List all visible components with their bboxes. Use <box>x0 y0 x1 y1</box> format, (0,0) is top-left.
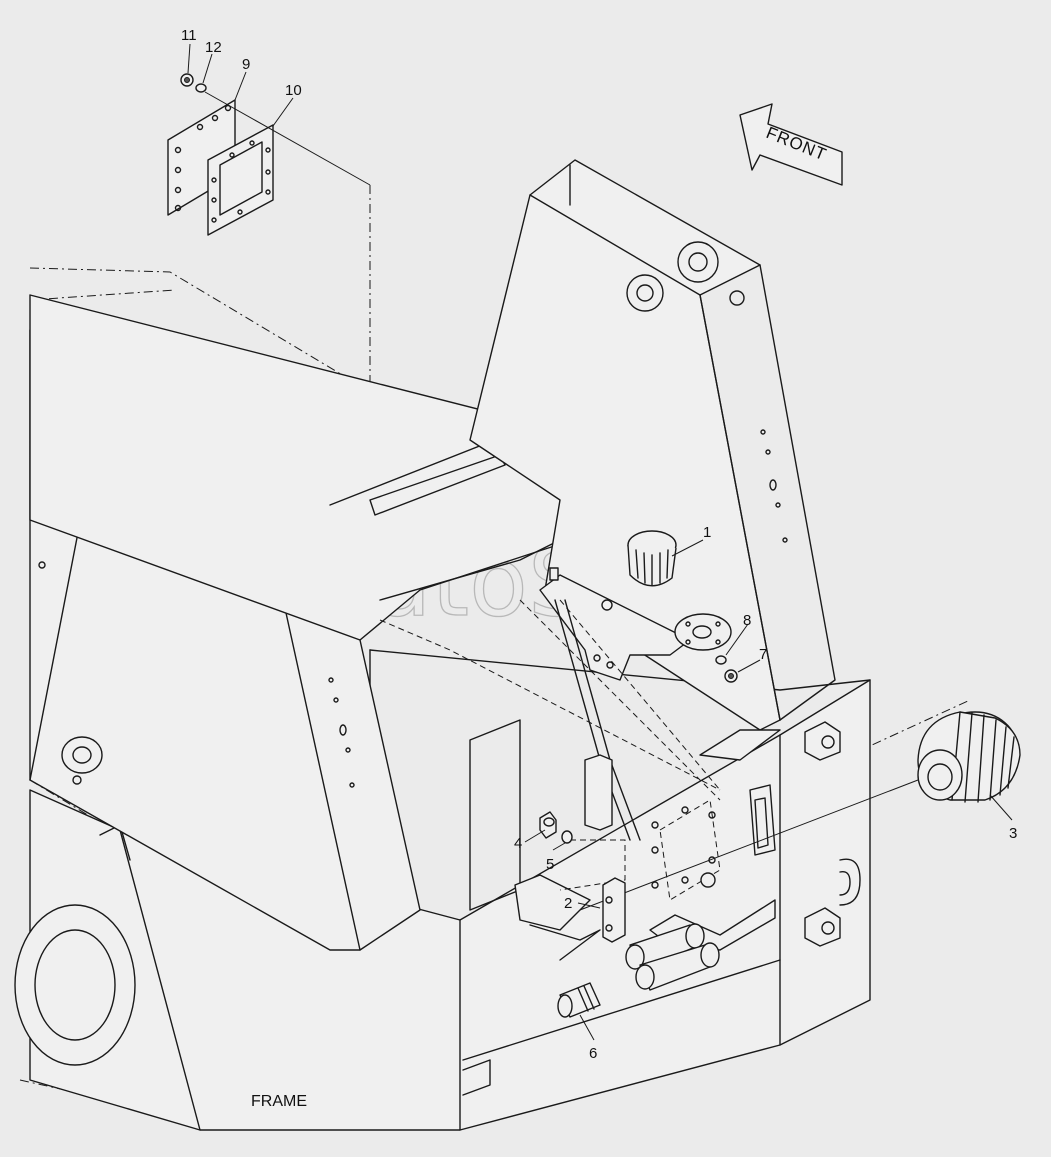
part-10-gasket <box>207 124 274 236</box>
drum <box>14 904 136 1066</box>
callout-labels: 1 2 3 4 5 6 7 8 9 10 11 12 <box>181 27 1017 1062</box>
callout-7: 7 <box>759 646 767 663</box>
callout-4: 4 <box>514 835 522 852</box>
part-1-cap <box>627 530 677 587</box>
callout-3: 3 <box>1009 825 1017 842</box>
part-11-bolt <box>180 73 194 87</box>
callout-10: 10 <box>285 82 302 99</box>
part-7-bolt <box>724 669 738 683</box>
part-6-fitting <box>557 982 601 1018</box>
front-direction-arrow: FRONT <box>739 103 843 186</box>
callout-5: 5 <box>546 856 554 873</box>
callout-12: 12 <box>205 39 222 56</box>
callout-8: 8 <box>743 612 751 629</box>
assembly-label: FRAME <box>251 1093 307 1110</box>
part-4-plug <box>539 811 557 839</box>
callout-6: 6 <box>589 1045 597 1062</box>
boss-right-top <box>677 241 719 283</box>
callout-11: 11 <box>181 27 197 44</box>
part-2-block <box>602 877 626 943</box>
cap-flange <box>674 613 732 651</box>
right-upright <box>469 159 836 761</box>
frame-housing <box>14 649 871 1131</box>
tube-sleeves <box>625 923 720 991</box>
callout-leaders <box>187 43 1013 1041</box>
part-5-oring <box>561 830 573 844</box>
callout-2: 2 <box>564 895 572 912</box>
callout-1: 1 <box>703 524 711 541</box>
part-8-washer <box>715 655 727 665</box>
part-3-filter <box>579 711 1021 911</box>
callout-9: 9 <box>242 56 250 73</box>
part-12-washer <box>195 83 207 93</box>
mount-plate <box>514 567 691 961</box>
